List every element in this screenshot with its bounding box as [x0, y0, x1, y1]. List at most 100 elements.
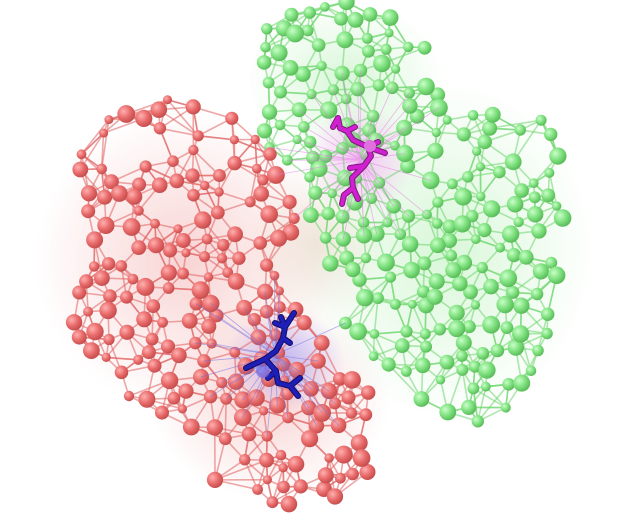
red-node [260, 258, 274, 272]
red-node [126, 188, 143, 205]
red-node [150, 101, 168, 118]
red-node [163, 95, 172, 105]
red-edge [100, 119, 110, 169]
red-node [99, 301, 117, 320]
red-node [262, 475, 272, 485]
red-node [177, 404, 187, 414]
red-node [257, 174, 269, 186]
green-node [547, 266, 566, 285]
red-node [99, 128, 109, 138]
green-node [506, 195, 524, 213]
green-node [256, 123, 273, 139]
red-node [171, 347, 187, 364]
red-edge [106, 356, 139, 361]
green-node [419, 328, 431, 340]
green-node [477, 134, 493, 150]
red-node [359, 464, 376, 480]
green-node [544, 167, 555, 178]
green-node [334, 11, 348, 26]
green-node [513, 374, 531, 392]
ligand-contact-line [359, 159, 432, 181]
red-edge [159, 127, 199, 137]
green-node [417, 40, 432, 55]
ligand-contact-line [274, 354, 336, 404]
green-node [470, 300, 481, 310]
green-node [475, 162, 485, 172]
red-node [350, 434, 368, 452]
red-node [160, 371, 179, 390]
green-node [504, 153, 522, 171]
red-node [160, 339, 176, 354]
green-node [456, 350, 468, 362]
red-node [181, 248, 191, 258]
green-node [442, 233, 457, 249]
ligand-contact-line [216, 315, 276, 356]
red-node [103, 333, 115, 346]
ligand-contact-line [303, 126, 361, 161]
ligand-contact-line [296, 139, 361, 161]
red-node [210, 205, 225, 220]
green-node [532, 344, 544, 357]
red-node [97, 216, 115, 234]
red-node [182, 418, 200, 436]
green-edge [373, 298, 379, 335]
green-node [500, 321, 514, 334]
green-node [417, 256, 432, 271]
red-node [188, 144, 199, 156]
green-node [384, 28, 394, 38]
red-node [187, 188, 200, 202]
red-node [133, 205, 144, 216]
red-node [250, 134, 260, 145]
red-node [136, 311, 153, 328]
green-node [377, 253, 395, 272]
green-node [445, 262, 462, 279]
green-node [270, 44, 288, 62]
red-node [194, 211, 212, 229]
green-node [467, 110, 479, 121]
red-node [359, 408, 373, 422]
green-node [495, 242, 506, 253]
red-node [334, 445, 353, 464]
green-node [400, 365, 412, 377]
red-node [214, 187, 224, 197]
green-node [302, 207, 319, 224]
green-node [430, 87, 446, 103]
green-node [484, 106, 501, 123]
green-node [483, 278, 499, 295]
red-node [247, 313, 261, 327]
red-node [253, 236, 267, 250]
ligand-contact-line [298, 109, 361, 161]
green-node [518, 249, 534, 265]
red-node [147, 237, 165, 254]
red-node [222, 267, 234, 278]
ligand-contact-line [312, 157, 361, 161]
green-node [463, 284, 478, 300]
red-node [117, 105, 136, 123]
red-node [333, 372, 347, 386]
green-node [320, 2, 330, 12]
red-node [343, 371, 361, 389]
green-node [513, 216, 524, 228]
red-node [232, 251, 246, 265]
green-node [467, 382, 480, 395]
green-node [414, 357, 431, 374]
green-node [545, 256, 558, 269]
ligand-contact-line [203, 354, 276, 362]
ligand-contact-line [359, 159, 388, 223]
green-edge [344, 297, 379, 324]
green-node [462, 171, 474, 183]
red-node [139, 160, 152, 173]
green-node [274, 85, 287, 99]
green-edge [548, 172, 558, 207]
red-node [96, 163, 107, 175]
green-node [373, 54, 391, 73]
green-node [400, 325, 413, 338]
red-node [155, 405, 169, 420]
green-node [345, 261, 361, 278]
red-edge [192, 149, 206, 186]
green-node [502, 378, 515, 391]
ligand-contact-line [275, 159, 361, 176]
green-node [476, 347, 490, 360]
green-node [256, 55, 272, 70]
ligand-contact-line [243, 307, 276, 356]
